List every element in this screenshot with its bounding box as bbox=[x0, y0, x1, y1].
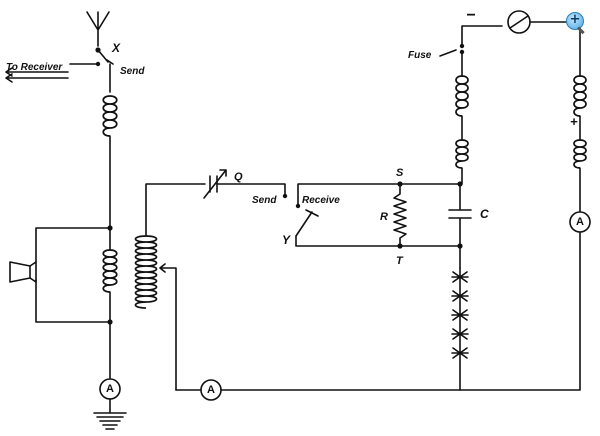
label-send-top: Send bbox=[120, 66, 145, 77]
ammeter-ground-label: A bbox=[106, 383, 114, 395]
label-t: T bbox=[396, 255, 404, 267]
antenna bbox=[86, 11, 110, 47]
ground-symbol bbox=[93, 398, 127, 430]
antenna-inductor bbox=[102, 95, 118, 137]
choke-coil-left bbox=[455, 75, 469, 117]
label-x: X bbox=[111, 41, 121, 55]
ammeter-right: A bbox=[569, 211, 591, 233]
zoom-in-icon[interactable] bbox=[566, 12, 584, 30]
antenna-coupling-coil bbox=[102, 249, 118, 293]
generator-icon bbox=[459, 10, 581, 77]
choke-coil-left-2 bbox=[455, 139, 469, 169]
resistor-r bbox=[393, 181, 407, 249]
label-r: R bbox=[380, 211, 388, 223]
label-fuse: Fuse bbox=[408, 50, 432, 61]
variable-condenser-q bbox=[203, 169, 288, 199]
microphone-icon bbox=[9, 261, 37, 283]
microphone-branch bbox=[35, 225, 113, 325]
antenna-switch-x bbox=[69, 47, 114, 93]
send-receive-switch-y bbox=[295, 183, 461, 247]
label-receive: Receive bbox=[302, 195, 340, 206]
ammeter-right-label: A bbox=[576, 216, 584, 228]
condenser-c bbox=[448, 181, 472, 249]
label-c: C bbox=[480, 207, 489, 221]
label-minus: − bbox=[466, 7, 475, 24]
label-to-receiver: To Receiver bbox=[6, 62, 63, 73]
choke-coil-right bbox=[573, 75, 587, 117]
label-y: Y bbox=[282, 233, 291, 247]
label-q: Q bbox=[234, 171, 243, 183]
spark-gap bbox=[451, 245, 469, 391]
label-plus-mid: + bbox=[570, 114, 578, 129]
to-receiver-arrow bbox=[5, 67, 69, 83]
ammeter-bottom: A bbox=[200, 379, 222, 401]
ammeter-bottom-label: A bbox=[207, 384, 215, 396]
primary-coil bbox=[134, 235, 158, 309]
label-send-mid: Send bbox=[252, 195, 277, 206]
choke-coil-right-2 bbox=[573, 139, 587, 169]
label-s: S bbox=[396, 167, 404, 179]
ammeter-ground: A bbox=[99, 378, 121, 400]
